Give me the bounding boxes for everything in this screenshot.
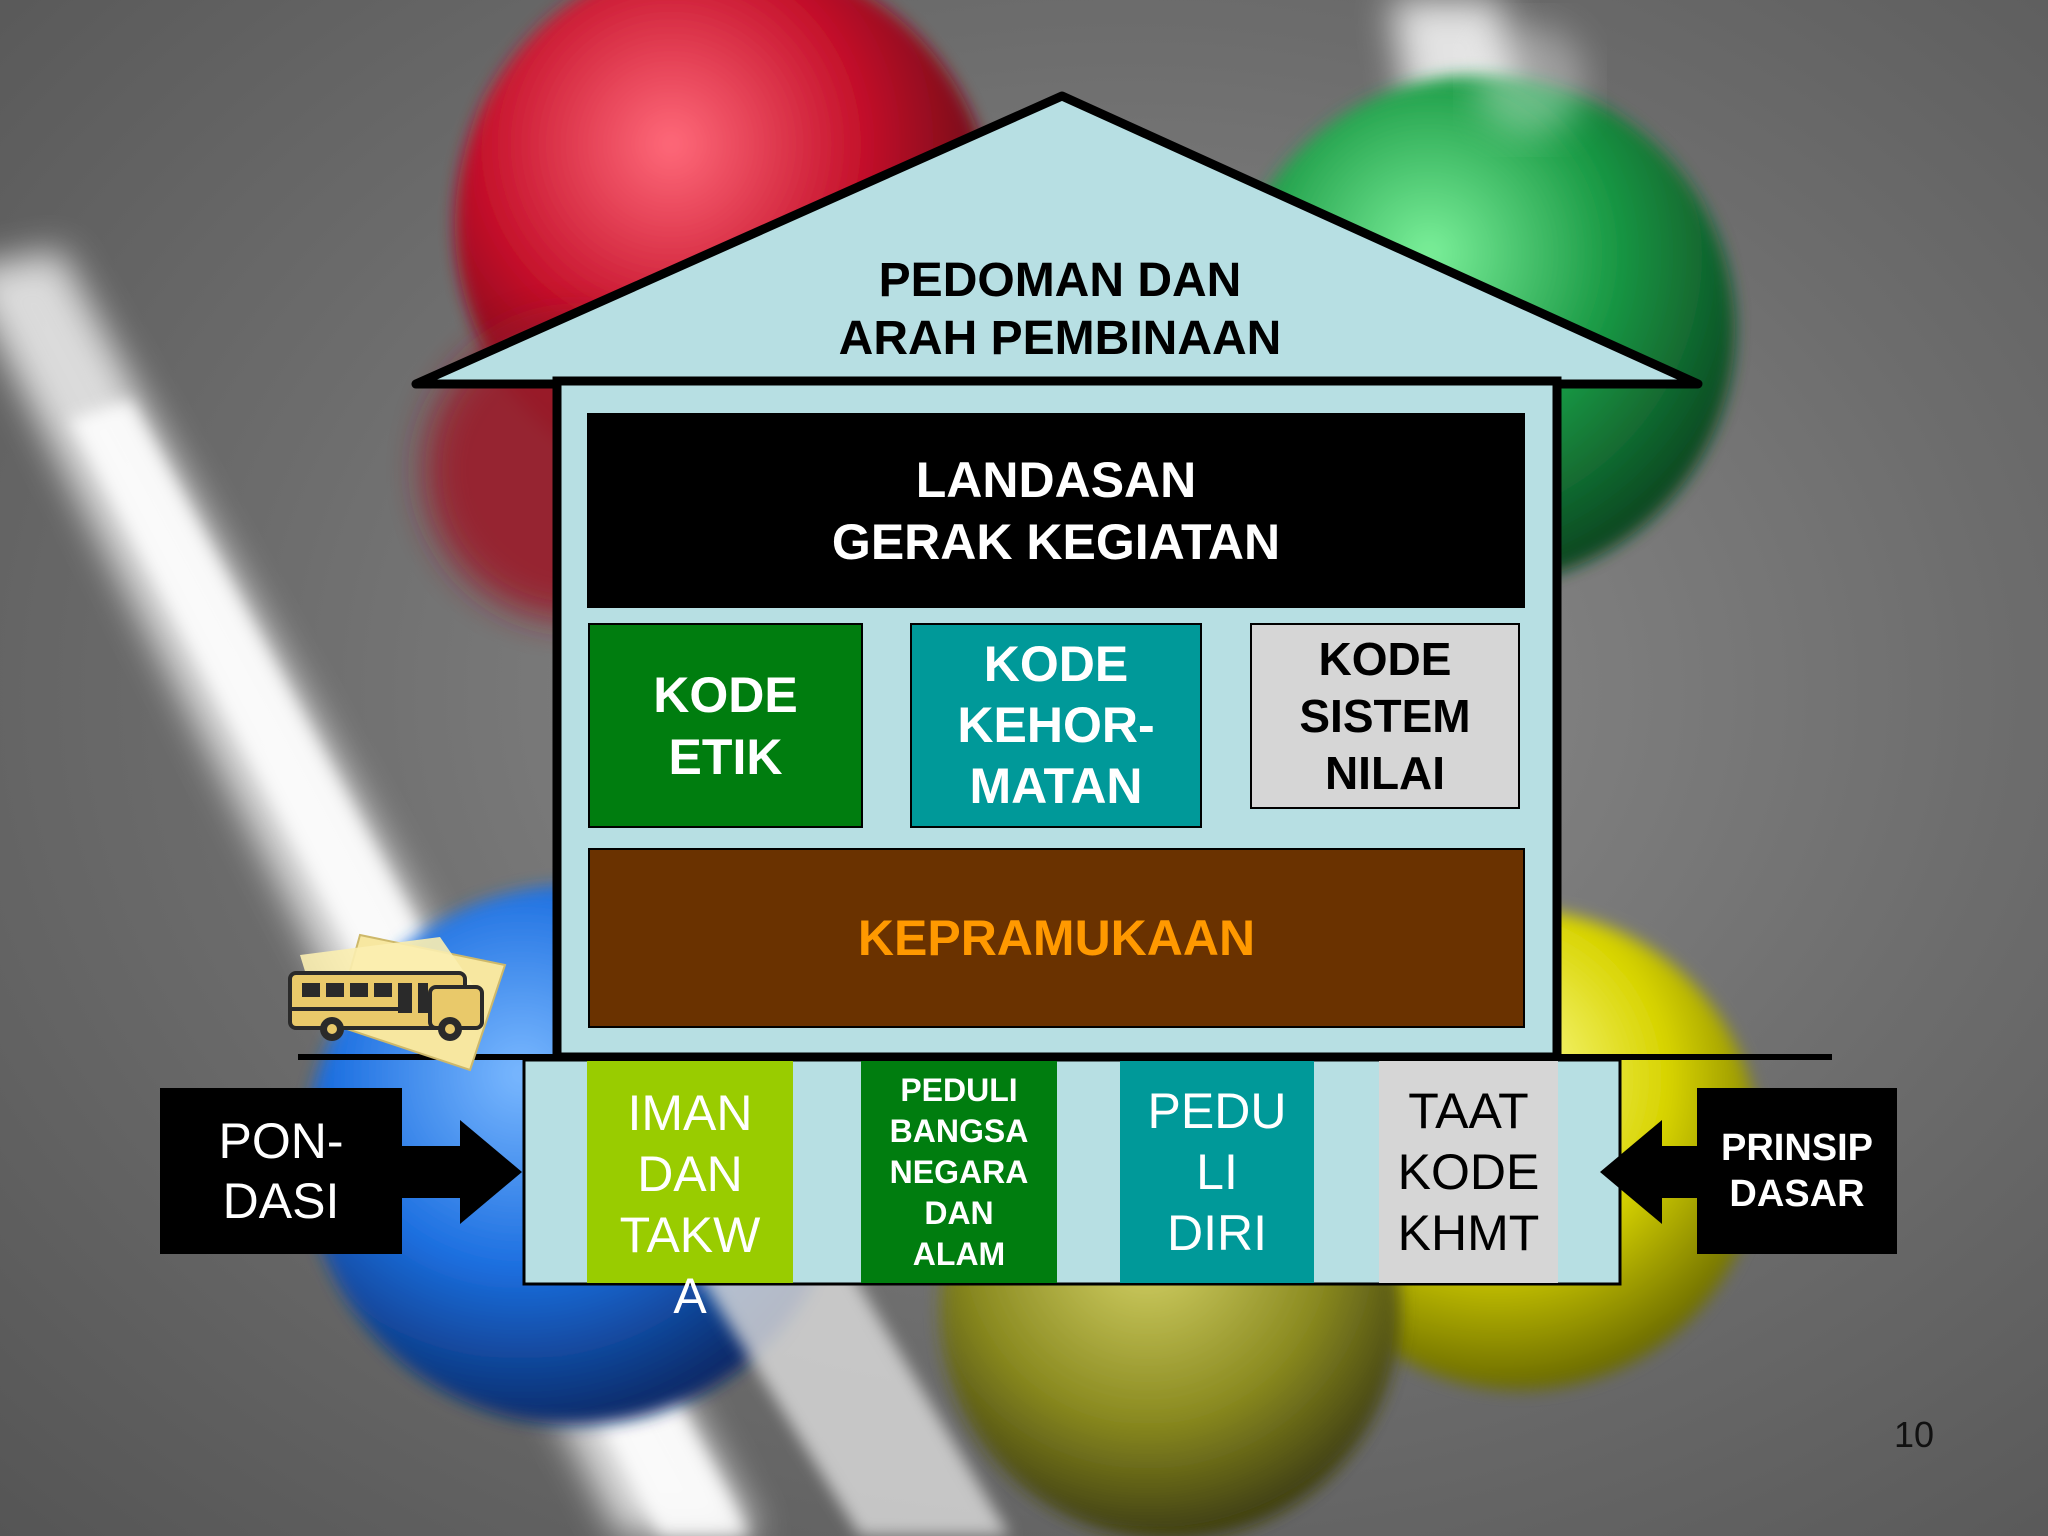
taat-kode-pillar: TAAT KODE KHMT [1379,1061,1558,1283]
pondasi-label: PON- DASI [160,1088,402,1254]
peduli-bangsa-pillar: PEDULI BANGSA NEGARA DAN ALAM [861,1061,1057,1283]
landasan-block: LANDASAN GERAK KEGIATAN [587,413,1525,608]
roof-title: PEDOMAN DAN ARAH PEMBINAAN [838,254,1282,365]
kode-sistem-nilai-block: KODE SISTEM NILAI [1250,623,1520,809]
peduli-diri-pillar: PEDU LI DIRI [1120,1061,1314,1283]
kode-kehormatan-block: KODE KEHOR- MATAN [910,623,1202,828]
kepramukaan-block: KEPRAMUKAAN [588,848,1525,1028]
prinsip-dasar-label: PRINSIP DASAR [1697,1088,1897,1254]
slide-number: 10 [1893,1414,1934,1455]
kode-etik-block: KODE ETIK [588,623,863,828]
left-arrow-icon [1600,1120,1700,1224]
right-arrow-icon [400,1120,522,1224]
iman-dan-takwa-pillar: IMAN DAN TAKW A [587,1061,793,1324]
school-bus-icon [288,933,507,1072]
